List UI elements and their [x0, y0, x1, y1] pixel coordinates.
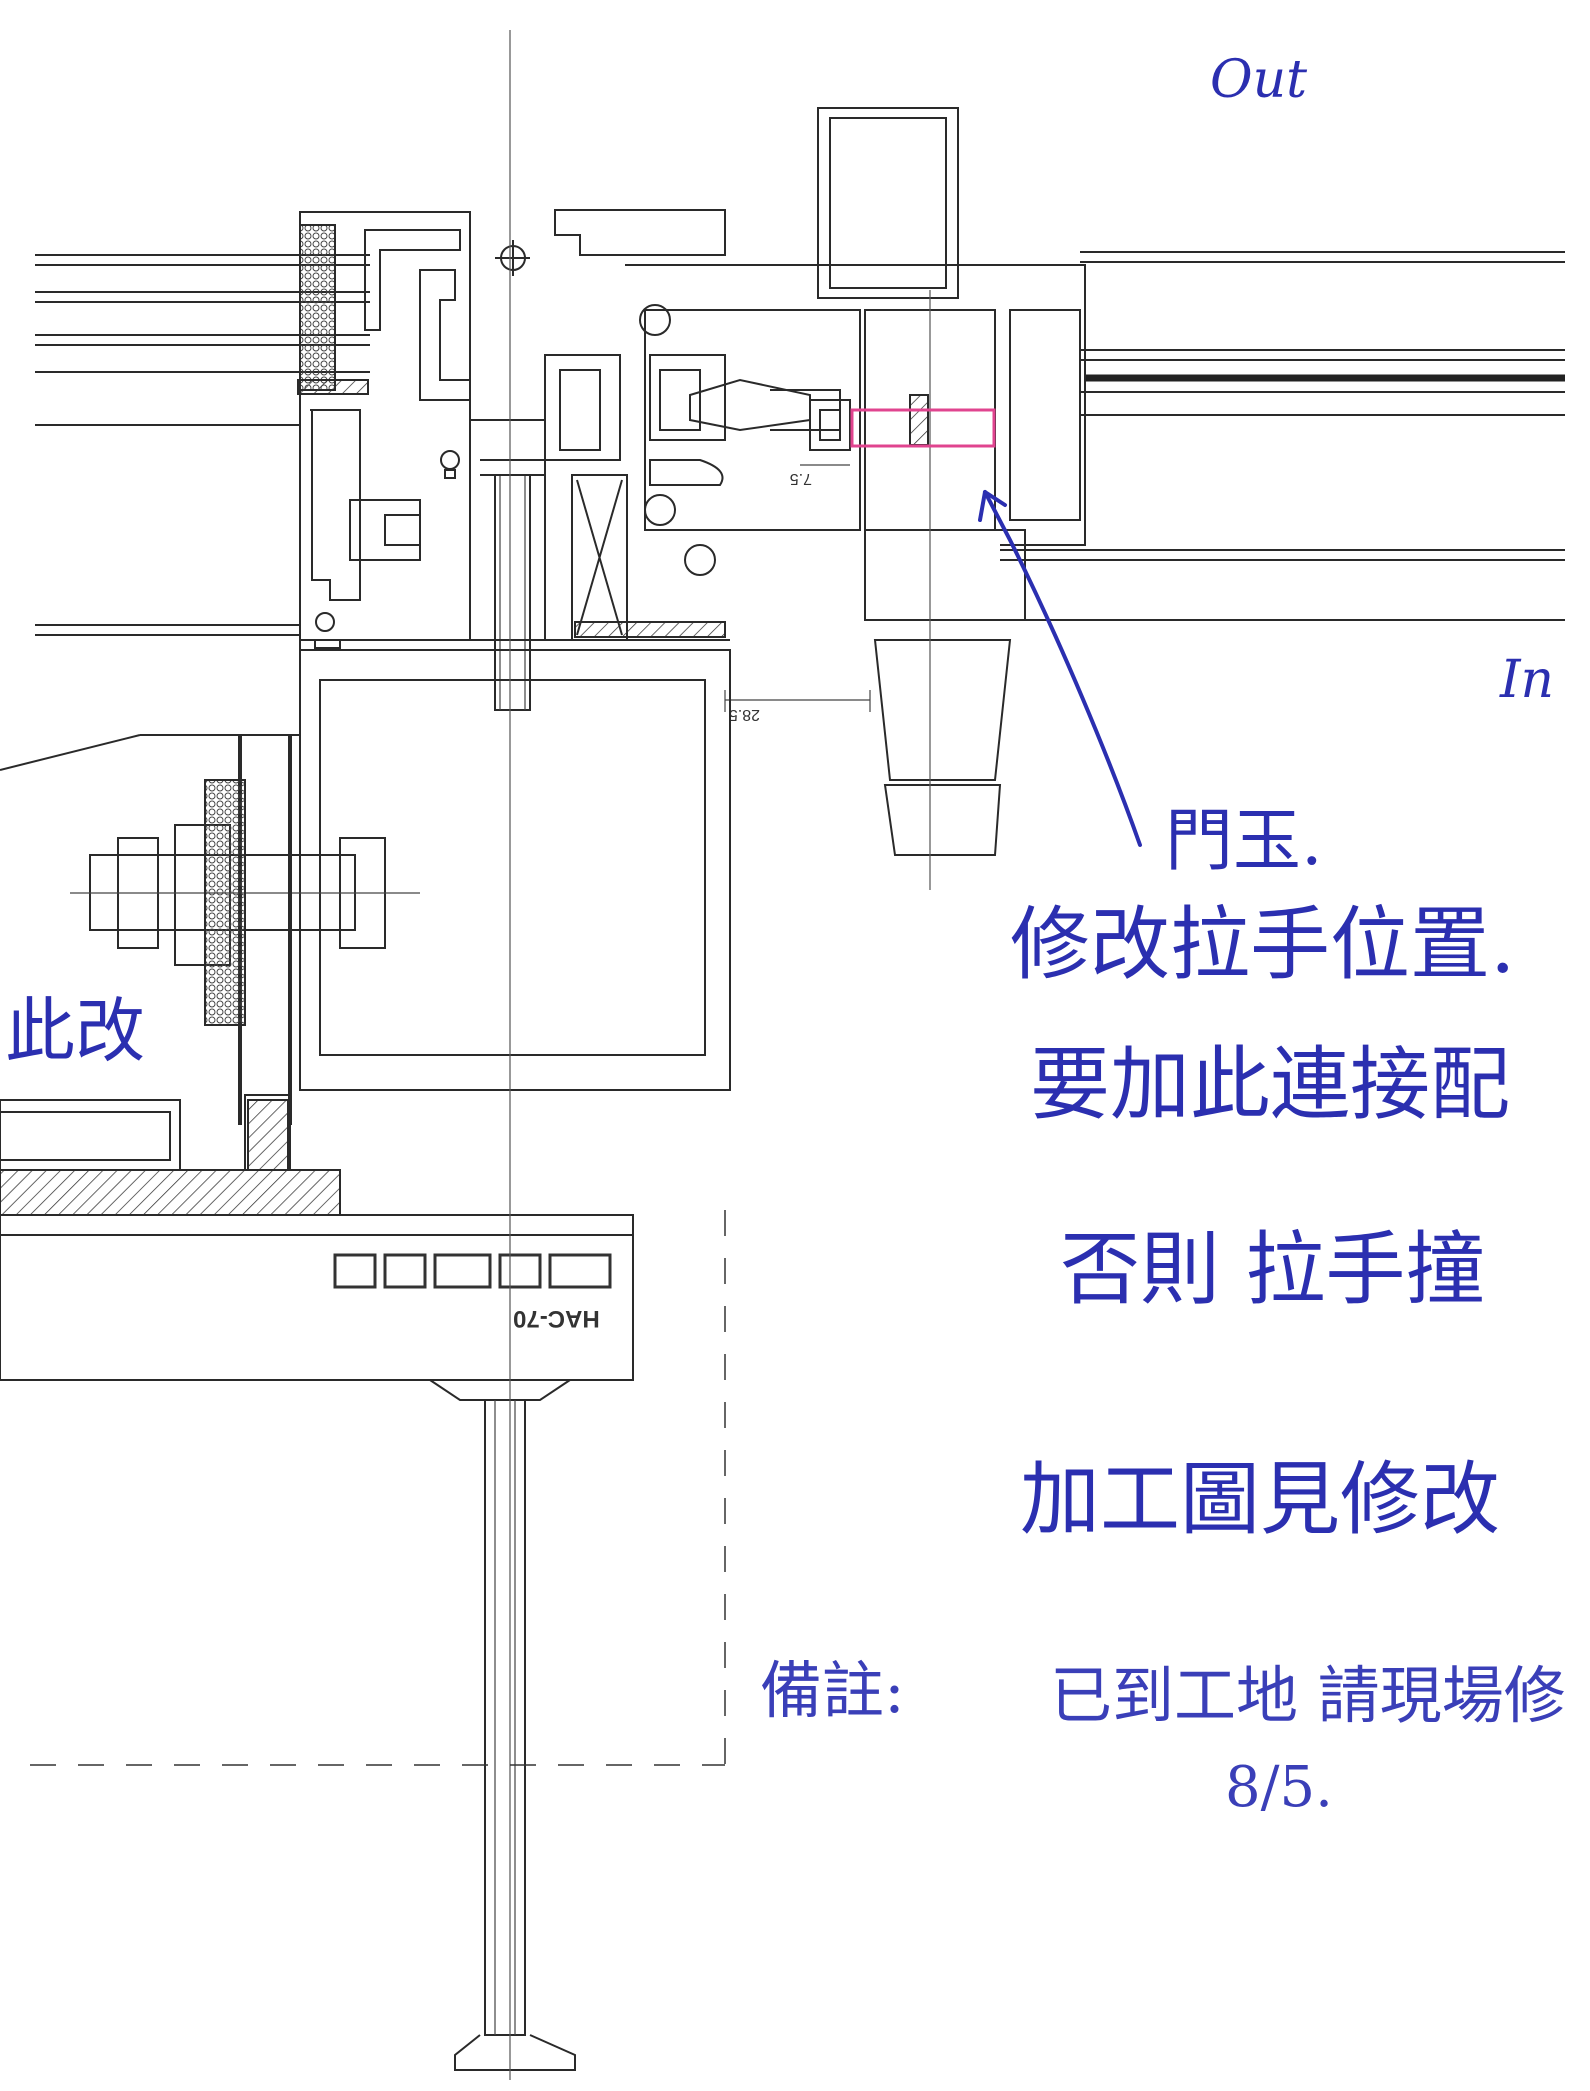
left-glazing-panel — [35, 254, 370, 636]
right-glazing-panel — [1000, 251, 1565, 621]
annotation-note-line2: 要加此連接配 — [1030, 1038, 1510, 1131]
bolt-assembly — [0, 734, 420, 1171]
dimension-28-5: 28.5 — [724, 690, 871, 723]
dim-top-text: 7.5 — [790, 470, 812, 487]
anchor-channel: HAC-70 — [0, 1099, 634, 2071]
annotation-note-line4: 加工圖見修改 — [1020, 1453, 1500, 1546]
annotation-note-line1: 修改拉手位置. — [1010, 898, 1516, 991]
annotation-remark-line1: 已到工地 請現場修 — [1050, 1659, 1566, 1732]
hilti-logo — [333, 1253, 612, 1289]
annotation-note-line3: 否則 拉手撞 — [1060, 1223, 1486, 1316]
annotation-remark-label: 備註: — [760, 1654, 905, 1727]
mullion-profile — [297, 211, 530, 649]
annotation-out: Out — [1210, 50, 1308, 110]
annotation-handle-label: 門玉. — [1165, 802, 1323, 881]
anchor-model-label: HAC-70 — [513, 1305, 600, 1332]
annotation-in: In — [1500, 650, 1555, 710]
dim-bottom-text: 28.5 — [729, 706, 760, 723]
annotation-remark-line2: 8/5. — [1225, 1755, 1333, 1820]
door-sash-profile — [554, 107, 1086, 890]
center-connector — [469, 354, 730, 711]
annotation-arrow — [983, 490, 1142, 847]
dimension-7-5: 7.5 — [790, 464, 850, 487]
handle-highlight-box — [850, 408, 996, 448]
annotation-left-edge: 此改 — [5, 990, 145, 1072]
steel-tube — [299, 649, 731, 1091]
